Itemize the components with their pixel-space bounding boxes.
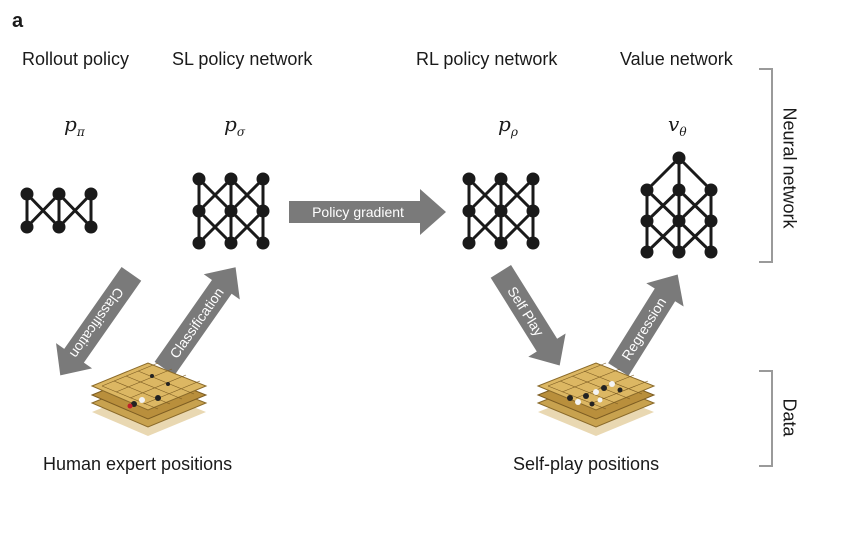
regression-label: Regression (618, 295, 669, 364)
side-label-neural-network: Neural network (779, 107, 800, 229)
classification-arrow-right: Classification (154, 267, 240, 376)
value-network (640, 151, 718, 259)
title-rl-policy-network: RL policy network (416, 49, 558, 69)
rl-policy-network (462, 172, 540, 250)
regression-arrow: Regression (608, 274, 684, 376)
human-go-board-stack (90, 362, 208, 436)
panel-label: a (12, 10, 24, 32)
title-sl-policy-network: SL policy network (172, 49, 313, 69)
neural-network-bracket (759, 68, 773, 263)
title-rollout-policy: Rollout policy (22, 49, 130, 69)
side-label-data: Data (779, 398, 800, 437)
rollout-policy-network (20, 187, 98, 234)
symbol-rollout: pπ (64, 112, 85, 139)
caption-human-expert-positions: Human expert positions (43, 454, 233, 474)
self-play-arrow: Self Play (490, 264, 566, 366)
policy-gradient-label: Policy gradient (312, 204, 404, 220)
symbol-value: vθ (668, 112, 687, 139)
caption-self-play-positions: Self-play positions (513, 454, 660, 474)
policy-gradient-arrow: Policy gradient (289, 189, 446, 235)
classification-label-right: Classification (166, 285, 226, 362)
classification-label-left: Classification (67, 285, 127, 362)
title-value-network: Value network (620, 49, 733, 69)
self-play-go-board-stack (536, 362, 656, 436)
symbol-sl: pσ (224, 112, 246, 139)
sl-policy-network (192, 172, 270, 250)
symbol-rl: pρ (498, 112, 518, 139)
data-bracket (759, 370, 773, 467)
